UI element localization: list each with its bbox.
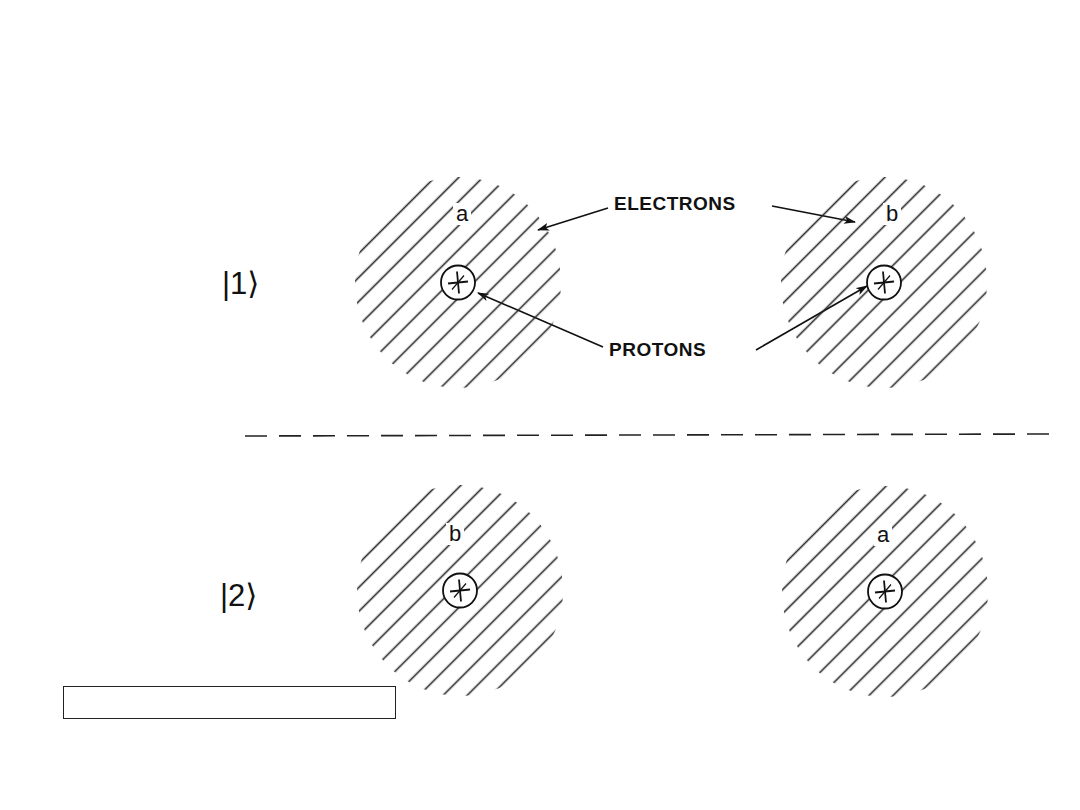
cloud-shape [780,484,990,699]
callout-label: ELECTRONS [614,194,736,213]
cloud-letter: b [883,203,901,225]
cloud-letter: b [446,523,464,545]
proton-symbol [443,574,477,608]
hatched-cloud [357,485,563,696]
dashed-divider [245,434,1050,436]
caption-box [64,687,396,719]
hatched-cloud [782,486,988,697]
cloud-shape [355,483,565,698]
callout-label: PROTONS [609,340,706,359]
electron-cloud: b [355,483,565,698]
hatched-cloud [355,177,561,388]
proton-symbol [441,266,475,300]
state-ket: |2⟩ [220,580,257,611]
leader-arrow [538,208,608,230]
electron-cloud: a [353,175,563,390]
hatched-cloud [781,177,987,388]
electron-cloud: a [780,484,990,699]
electron-cloud: b [779,175,989,390]
cloud-letter: a [453,203,471,225]
cloud-letter: a [874,524,892,546]
state-ket: |1⟩ [222,268,259,299]
proton-symbol [867,266,901,300]
proton-symbol [868,575,902,609]
